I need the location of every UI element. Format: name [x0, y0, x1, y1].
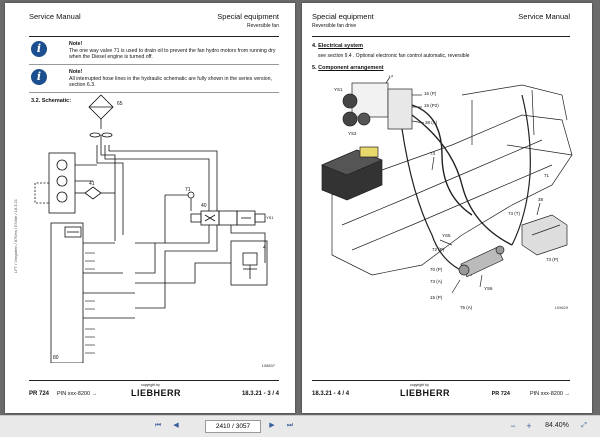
- sec4-number: 4.: [312, 43, 317, 49]
- label-15p2: 15 (P2): [424, 103, 439, 108]
- fit-page-icon[interactable]: ⤢: [581, 422, 587, 429]
- label-ys5: YS5: [442, 233, 451, 238]
- note-2-title: Note!: [69, 69, 83, 75]
- left-header-subsection: Reversible fan: [247, 23, 279, 29]
- label-73-top: 73: [388, 75, 394, 78]
- right-footer-model: PR 724: [491, 391, 510, 397]
- label-80: 80: [53, 355, 59, 361]
- left-footer-model: PR 724: [29, 391, 50, 397]
- label-41: 41: [89, 181, 95, 187]
- label-ys6: YS6: [484, 286, 493, 291]
- sec4-text: see section 9.4 . Optional electronic fa…: [318, 53, 470, 59]
- label-ys1: YS1: [334, 87, 343, 92]
- hydraulic-schematic: 65 71 40 41 80 YS1 4: [34, 94, 274, 363]
- schematic-section-title: 3.2. Schematic:: [31, 98, 72, 104]
- viewer-toolbar: ⏮ ◀ ▶ ⏭ − + 84.40% ⤢: [0, 415, 600, 437]
- label-73p: 73 (P): [546, 257, 559, 262]
- right-footer-copyright: copyright by: [410, 383, 429, 387]
- right-header-section: Special equipment: [312, 12, 374, 21]
- left-page-footer: PR 724 PIN xxx-8200 → copyright by LIEBH…: [29, 380, 279, 405]
- electrical-section-heading: 4. Electrical system: [312, 43, 363, 49]
- right-footer-page: 18.3.21 - 4 / 4: [312, 391, 350, 397]
- info-icon: i: [31, 69, 47, 85]
- right-header-title: Service Manual: [518, 12, 570, 21]
- label-38: 38: [538, 197, 544, 202]
- left-footer-copyright: copyright by: [141, 383, 160, 387]
- left-figure-id: 108837: [261, 363, 275, 368]
- component-arrangement-drawing: YS1 YS2 73 16 (P) 15 (P2) 38 (A) 73 71 3…: [321, 75, 573, 310]
- right-page-footer: 18.3.21 - 4 / 4 copyright by LIEBHERR PR…: [312, 380, 570, 405]
- left-page-header: Service Manual Special equipment Reversi…: [29, 12, 279, 37]
- note-2-text: All interrupted hose lines in the hydrau…: [69, 75, 272, 89]
- liebherr-logo: LIEBHERR: [400, 388, 451, 398]
- left-side-text: LFT / Vorgaben / 876/es / EN/de / 18.3.2…: [13, 199, 18, 273]
- left-footer-pin: PIN xxx-8200 →: [57, 391, 98, 397]
- note-1-title: Note!: [69, 41, 83, 47]
- component-section-heading: 5. Component arrangement: [312, 65, 384, 71]
- info-icon: i: [31, 41, 47, 57]
- zoom-out-button[interactable]: −: [510, 421, 516, 431]
- zoom-level[interactable]: 84.40%: [545, 422, 569, 429]
- first-page-button[interactable]: ⏮: [154, 422, 162, 429]
- label-38a: 38 (A): [425, 120, 438, 125]
- note-box-1: i Note! The one way valve 71 is used to …: [29, 39, 279, 65]
- label-ys2: YS2: [348, 131, 357, 136]
- note-box-2: i Note! All interrupted hose lines in th…: [29, 67, 279, 93]
- left-page: Service Manual Special equipment Reversi…: [5, 3, 295, 413]
- label-15p: 15 (P): [430, 295, 443, 300]
- liebherr-logo: LIEBHERR: [131, 388, 182, 398]
- next-page-button[interactable]: ▶: [269, 422, 275, 429]
- sec5-number: 5.: [312, 65, 317, 71]
- label-73t: 73 (T): [508, 211, 521, 216]
- label-72p: 72 (P): [432, 247, 445, 252]
- label-71: 71: [185, 187, 191, 193]
- sec5-title: Component arrangement: [318, 65, 384, 71]
- right-figure-id: 109629: [554, 305, 568, 310]
- label-65: 65: [117, 101, 123, 107]
- previous-page-button[interactable]: ◀: [173, 422, 179, 429]
- right-page-header: Special equipment Reversible fan drive S…: [312, 12, 570, 37]
- zoom-in-button[interactable]: +: [526, 421, 532, 431]
- sec4-title: Electrical system: [318, 43, 364, 49]
- right-header-subsection: Reversible fan drive: [312, 23, 357, 29]
- label-4: 4: [263, 245, 266, 251]
- left-header-section: Special equipment: [217, 12, 279, 21]
- label-73a: 73 (A): [430, 279, 443, 284]
- right-footer-pin: PIN xxx-8200 →: [529, 391, 570, 397]
- label-70p: 70 (P): [430, 267, 443, 272]
- label-ys1: YS1: [266, 215, 274, 220]
- left-footer-page: 18.3.21 - 3 / 4: [241, 391, 279, 397]
- last-page-button[interactable]: ⏭: [286, 422, 294, 429]
- label-75a: 75 (A): [460, 305, 473, 310]
- page-number-input[interactable]: [205, 420, 261, 433]
- label-40: 40: [201, 203, 207, 209]
- label-16p: 16 (P): [424, 91, 437, 96]
- note-1-text: The one way valve 71 is used to drain oi…: [69, 47, 276, 61]
- right-page: Special equipment Reversible fan drive S…: [302, 3, 592, 413]
- left-header-title: Service Manual: [29, 12, 81, 21]
- label-73-mid: 73: [430, 151, 436, 156]
- label-71: 71: [544, 173, 550, 178]
